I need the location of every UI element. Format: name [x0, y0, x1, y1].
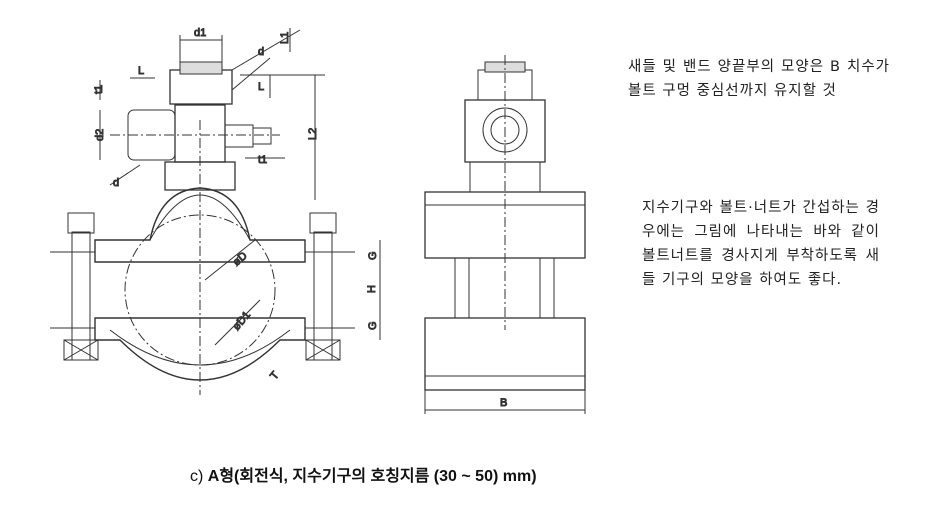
dimension-label: L	[138, 65, 144, 77]
bolt-left	[50, 212, 99, 361]
dimension-label: L2	[307, 128, 319, 140]
dim-B: B	[500, 397, 507, 409]
dimension-label: G	[367, 251, 379, 260]
dimension-label: H	[366, 285, 378, 293]
dimension-label: t1	[258, 154, 267, 166]
note-bolt-interference: 지수기구와 볼트·너트가 간섭하는 경우에는 그림에 나타내는 바와 같이 볼트…	[642, 200, 880, 288]
side-view	[424, 55, 586, 414]
figure-caption: c) A형(회전식, 지수기구의 호칭지름 (30 ~ 50) mm)	[190, 462, 537, 486]
dimension-label: L	[258, 81, 264, 93]
dimension-label: d1	[194, 27, 206, 39]
dimension-label: d	[258, 46, 264, 58]
dimension-label: øD1	[231, 309, 254, 333]
dimension-label: d2	[94, 129, 106, 141]
bolt-right	[305, 212, 355, 361]
note-saddle-shape: 새들 및 밴드 양끝부의 모양은 B 치수가 볼트 구멍 중심선까지 유지할 것	[628, 59, 890, 99]
front-view	[50, 28, 381, 395]
dimension-label: T	[268, 369, 282, 382]
dimension-label: øD	[231, 250, 250, 269]
dimension-label: G	[367, 321, 379, 330]
caption-prefix: c)	[190, 468, 208, 485]
dimension-label: t1	[93, 85, 105, 94]
dimension-label: L1	[279, 32, 291, 44]
dimension-label: d	[113, 177, 119, 189]
caption-title: A형(회전식, 지수기구의 호칭지름 (30 ~ 50) mm)	[207, 468, 537, 485]
